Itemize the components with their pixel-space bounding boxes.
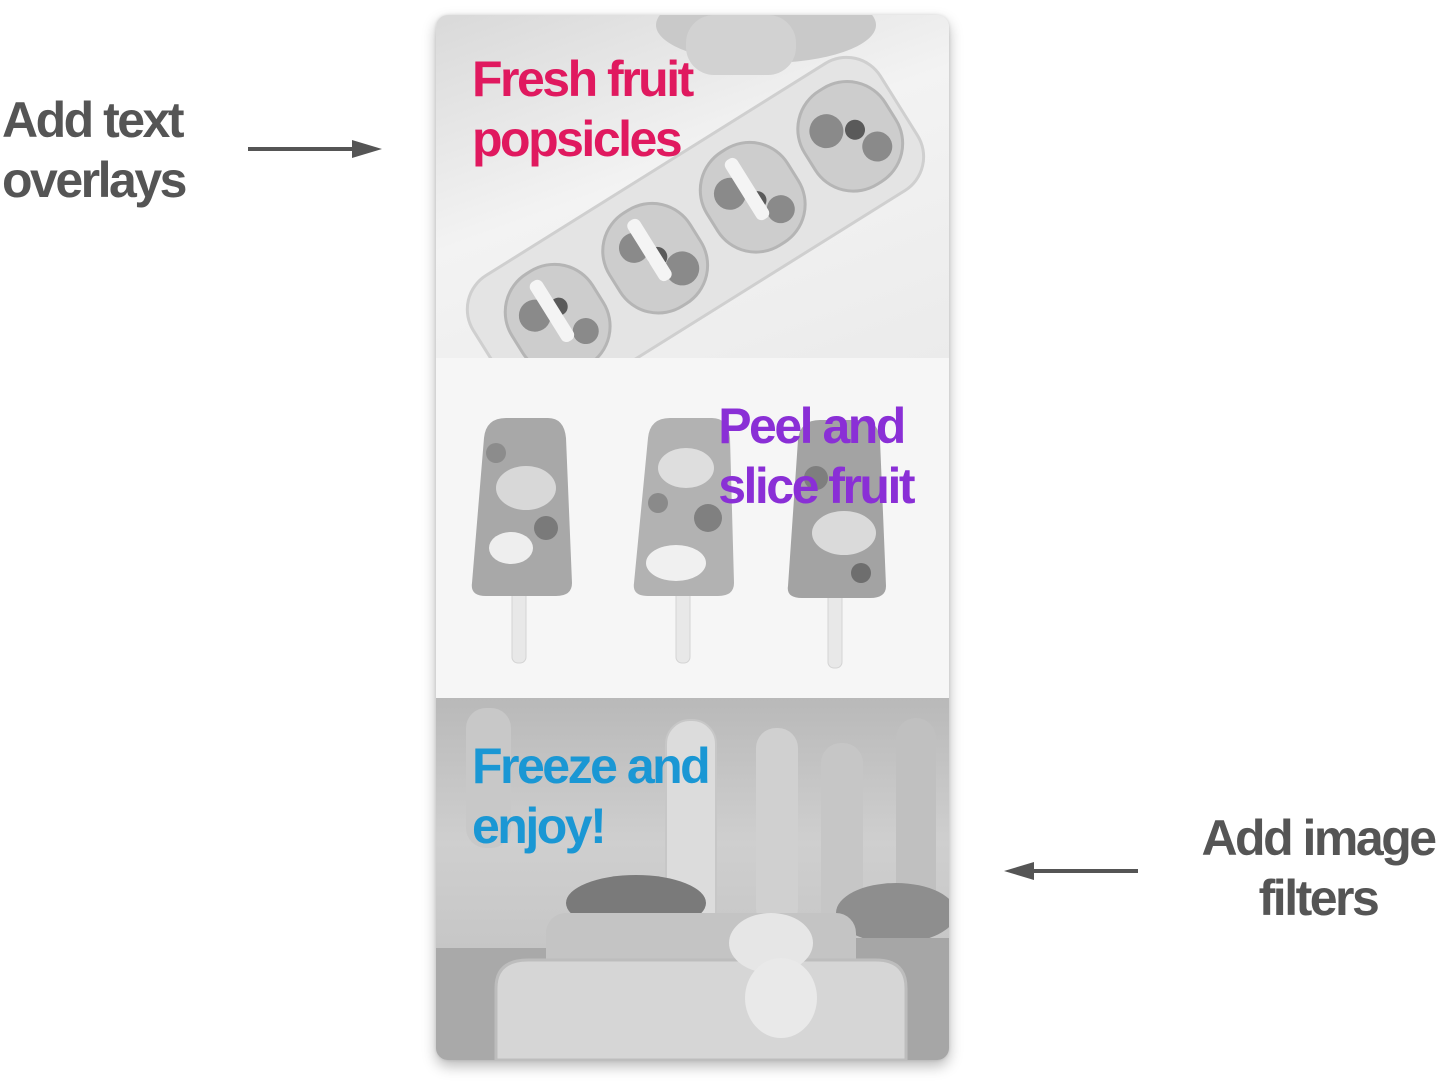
photo-panel-freezing-popsicles: Freeze and enjoy! (436, 698, 949, 1060)
callout-add-text-overlays: Add text overlays (2, 90, 187, 210)
photo-panel-three-popsicles: Peel and slice fruit (436, 358, 949, 698)
freezing-popsicles-image (436, 708, 949, 1060)
phone-card: Fresh fruit popsicles (436, 15, 949, 1060)
photo-panel-popsicle-molds: Fresh fruit popsicles (436, 15, 949, 358)
callout-left-label: Add text overlays (2, 92, 187, 208)
arrow-right-icon (248, 140, 382, 158)
popsicles-image (471, 418, 886, 669)
overlay-title-peel-and-slice: Peel and slice fruit (718, 398, 915, 514)
overlay-title-fresh-fruit: Fresh fruit popsicles (472, 51, 694, 167)
arrow-left-icon (1004, 862, 1138, 880)
callout-right-label: Add image filters (1201, 810, 1437, 926)
overlay-title-freeze-and-enjoy: Freeze and enjoy! (472, 738, 711, 854)
callout-add-image-filters: Add image filters (1168, 808, 1444, 928)
popsicle-molds-image (465, 15, 926, 358)
